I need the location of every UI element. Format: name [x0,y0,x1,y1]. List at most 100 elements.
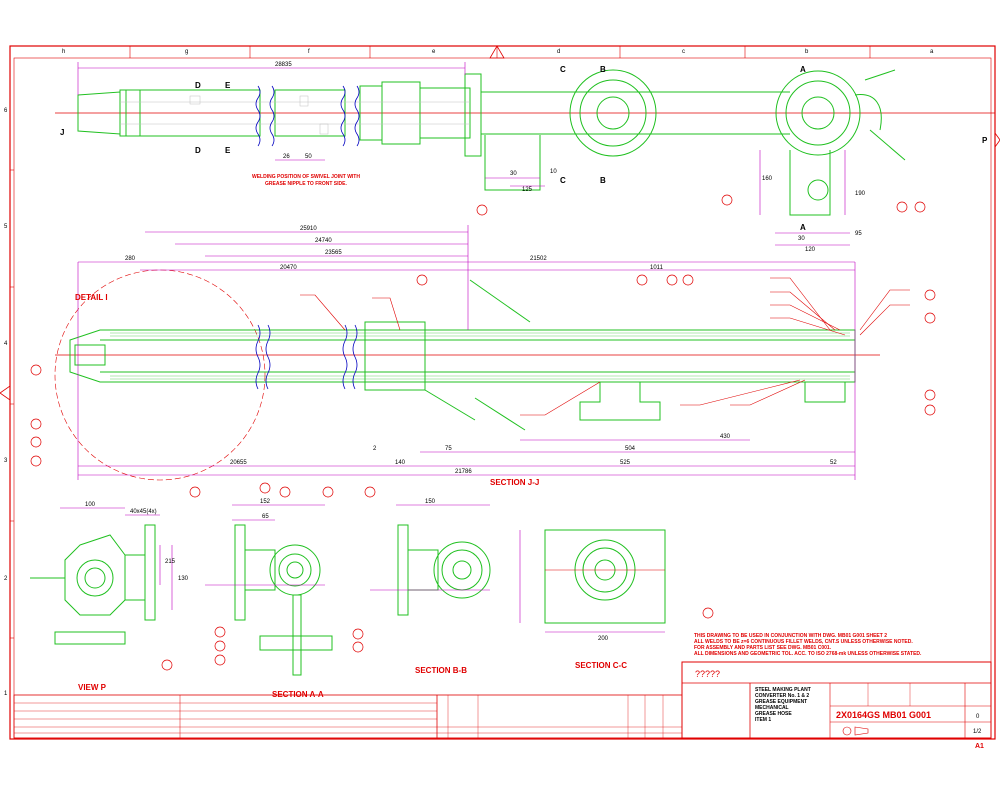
dim-40x45: 40x45(4x) [130,509,157,515]
dim-24740: 24740 [315,238,332,244]
dim-2: 2 [373,446,377,452]
drawing-number: 2X0164GS MB01 G001 [836,710,931,720]
unknown-label: ????? [695,669,720,679]
grid-letter: h [62,49,65,55]
section-mark-b2: B [600,176,606,185]
note-line: ALL WELDS TO BE z=6 CONTINUOUS FILLET WE… [694,639,913,645]
dim-200: 200 [598,636,609,642]
balloon [924,404,936,416]
section-cc-label: SECTION C-C [575,661,627,670]
grid-numbers-left: 6 5 4 3 2 1 [4,108,8,697]
sheet-size: A1 [975,743,984,750]
balloon [259,482,271,494]
dim-20655: 20655 [230,460,247,466]
section-mark-d2: D [195,146,201,155]
balloon [924,289,936,301]
grid-letter: b [805,49,809,55]
dim-130: 130 [178,576,189,582]
dim-10: 10 [550,169,557,175]
dim-65: 65 [262,514,269,520]
center-mark-left [0,385,11,401]
balloon [189,486,201,498]
grid-number: 6 [4,108,8,114]
balloon [682,274,694,286]
sheet-number: 1/2 [973,729,982,735]
left-grid-ticks [10,169,14,639]
section-mark-a: A [800,65,806,74]
balloon [279,486,291,498]
dim-20470: 20470 [280,265,297,271]
dim-52: 52 [830,460,837,466]
project-title: STEEL MAKING PLANT CONVERTER No. 1 & 2 G… [755,687,811,723]
balloon [161,659,173,671]
dim-100: 100 [85,502,96,508]
dim-26: 26 [283,154,290,160]
dim-140: 140 [395,460,406,466]
grid-number: 2 [4,576,8,582]
project-line: GREASE HOSE [755,711,792,717]
section-bb-view: 150 SECTION B-B [370,499,491,675]
project-line: CONVERTER No. 1 & 2 [755,693,809,699]
dim-30: 30 [510,171,517,177]
note-line: THIS DRAWING TO BE USED IN CONJUNCTION W… [694,633,887,639]
section-mark-e2: E [225,146,231,155]
dim-top-length: 28835 [275,62,292,68]
dim-152: 152 [260,499,271,505]
welding-note-1: WELDING POSITION OF SWIVEL JOINT WITH [252,174,360,180]
dim-215: 215 [165,559,176,565]
dim-150: 150 [425,499,436,505]
projection-symbol [842,726,869,736]
section-jj-view: 25910 24740 23565 21502 1011 280 20470 2… [54,225,910,487]
balloon [352,641,364,653]
general-notes: THIS DRAWING TO BE USED IN CONJUNCTION W… [694,633,922,657]
dim-95: 95 [855,231,862,237]
dim-25910: 25910 [300,226,317,232]
top-view: 28835 26 50 30 125 10 160 190 95 30 120 … [55,62,995,253]
balloon [924,389,936,401]
note-line: ALL DIMENSIONS AND GEOMETRIC TOL. ACC. T… [694,651,922,657]
dim-1011: 1011 [650,265,664,271]
detail-circle [54,269,266,481]
dim-21502: 21502 [530,256,547,262]
top-grid-ticks [129,46,871,58]
section-mark-j: J [60,128,64,137]
dim-525: 525 [620,460,631,466]
balloon [924,312,936,324]
grid-letter: f [308,49,310,55]
balloon [352,628,364,640]
section-bb-label: SECTION B-B [415,666,467,675]
dim-21786: 21786 [455,469,472,475]
welding-note-2: GREASE NIPPLE TO FRONT SIDE. [265,181,347,187]
grid-number: 5 [4,224,8,230]
project-line: MECHANICAL [755,705,789,711]
grid-letter: e [432,49,436,55]
dim-125: 125 [522,187,533,193]
dim-430: 430 [720,434,731,440]
grid-number: 3 [4,458,8,464]
section-mark-c2: C [560,176,566,185]
balloon [636,274,648,286]
balloon [702,607,714,619]
balloon [30,364,42,376]
project-line: GREASE EQUIPMENT [755,699,807,705]
balloon [914,201,926,213]
balloon [896,201,908,213]
balloon [30,436,42,448]
balloon [214,626,226,638]
section-aa-label: SECTION A-A [272,690,324,699]
dim-160: 160 [762,176,773,182]
grid-letters-top: h g f e d c b a [62,49,934,55]
project-line: STEEL MAKING PLANT [755,687,811,693]
dim-50: 50 [305,154,312,160]
section-jj-label: SECTION J-J [490,478,539,487]
balloon [30,418,42,430]
dim-504: 504 [625,446,636,452]
dim-280: 280 [125,256,136,262]
grid-number: 4 [4,341,8,347]
grid-letter: a [930,49,934,55]
center-mark-right [994,131,1000,149]
balloon [322,486,334,498]
note-line: FOR ASSEMBLY AND PARTS LIST SEE DWG. MB0… [694,645,832,651]
section-mark-c: C [560,65,566,74]
dim-75: 75 [445,446,452,452]
